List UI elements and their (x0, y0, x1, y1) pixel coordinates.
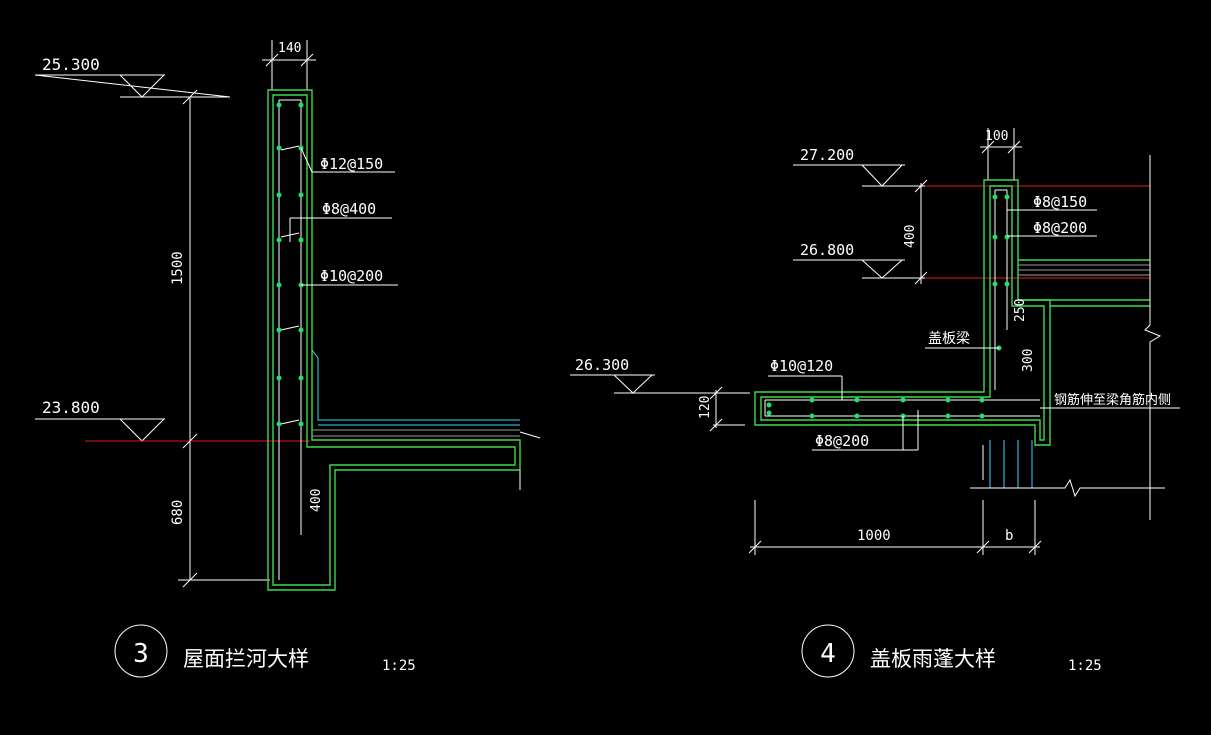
elevation-label-27200: 27.200 (800, 146, 854, 164)
elevation-marker-26800: 26.800 (793, 241, 930, 279)
detail-3: 25.300 23.800 1500 680 140 (34, 40, 541, 678)
dim-slab-120: 120 (698, 396, 713, 419)
detail-scale-4: 1:25 (1068, 658, 1102, 674)
rebar-label-3: Φ10@200 (320, 267, 383, 285)
waterproof-layer (311, 349, 541, 490)
elevation-label-bottom: 23.800 (42, 398, 100, 417)
detail-3-title: 3 屋面拦河大样 1:25 (114, 624, 416, 678)
rebar-leaders: Φ12@150 Φ8@400 Φ10@200 (289, 147, 398, 286)
parapet-outline (267, 89, 521, 591)
thickness-dimension-4: 100 (980, 128, 1022, 180)
column-lines (970, 440, 1165, 498)
elevation-label-26300: 26.300 (575, 356, 629, 374)
detail-4-title: 4 盖板雨蓬大样 1:25 (801, 624, 1102, 678)
rebar-label-4-1: Φ8@150 (1033, 193, 1087, 211)
rebar-label-1: Φ12@150 (320, 155, 383, 173)
detail-title-4: 盖板雨蓬大样 (870, 647, 996, 671)
dim-depth-250: 250 (1013, 299, 1028, 322)
rebar-leaders-4: Φ8@150 Φ8@200 盖板梁 Φ10@120 钢筋伸至梁角筋内侧 Φ8@2… (768, 193, 1180, 451)
rebar-label-4-4: Φ8@200 (815, 432, 869, 450)
anchorage-note: 钢筋伸至梁角筋内侧 (1054, 392, 1171, 408)
dim-120-group: 120 (698, 386, 745, 432)
rebar-label-4-2: Φ8@200 (1033, 219, 1087, 237)
elevation-marker-27200: 27.200 (793, 146, 930, 187)
detail-4: 100 27.200 26.800 26.300 (570, 128, 1180, 678)
canopy-outline (754, 155, 1162, 520)
elevation-label-26800: 26.800 (800, 241, 854, 259)
dim-height-upper: 1500 (170, 251, 186, 285)
dim-beam-depth: 400 (309, 489, 324, 512)
dim-thickness: 140 (278, 41, 301, 56)
rebar-label-2: Φ8@400 (322, 200, 376, 218)
detail-scale-3: 1:25 (382, 658, 416, 674)
dim-height-upper-4: 400 (903, 225, 918, 248)
dim-height-lower: 680 (170, 500, 186, 525)
dim-length-1000: 1000 (857, 528, 891, 544)
beam-label: 盖板梁 (928, 331, 970, 347)
vertical-dimension: 1500 680 (170, 89, 270, 588)
dim-depth-300: 300 (1021, 349, 1036, 372)
rebars-4 (764, 189, 1040, 419)
dim-400-group: 400 (903, 179, 928, 285)
elevation-marker-26300: 26.300 (570, 356, 750, 394)
beam-depth-dimension: 400 (309, 489, 324, 512)
elevation-marker-top: 25.300 (34, 55, 231, 98)
thickness-dimension: 140 (262, 40, 316, 90)
dim-thickness-4: 100 (985, 129, 1008, 144)
detail-title-3: 屋面拦河大样 (183, 647, 309, 671)
elevation-marker-bottom: 23.800 (35, 398, 165, 442)
dim-b: b (1005, 528, 1013, 544)
detail-number-3: 3 (133, 639, 149, 669)
detail-number-4: 4 (820, 639, 836, 669)
rebar-label-4-3: Φ10@120 (770, 357, 833, 375)
rebars (276, 99, 304, 580)
dim-1000-group: 1000 b (748, 500, 1042, 555)
elevation-label-top: 25.300 (42, 55, 100, 74)
